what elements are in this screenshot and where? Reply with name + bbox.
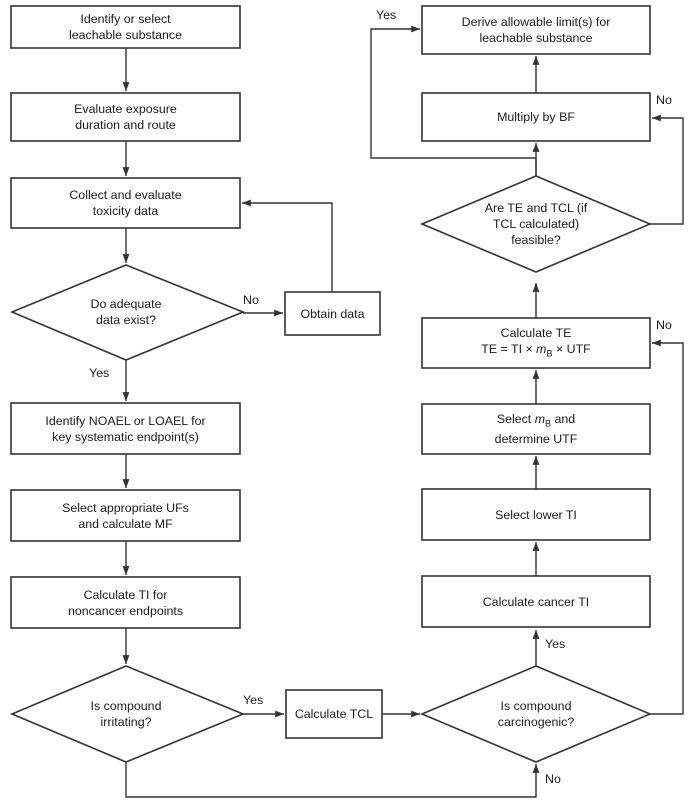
edge-label-adequate-data-no: No: [243, 293, 259, 307]
node-calculate-cancer-ti: [421, 575, 651, 628]
node-collect-toxicity: [10, 177, 241, 229]
node-calculate-te: [421, 317, 651, 369]
node-multiply-bf: [421, 92, 651, 142]
edge-label-feasible-no: No: [656, 93, 672, 107]
node-select-lower-ti: [421, 488, 651, 541]
node-te-tcl-feasible: [419, 175, 653, 273]
node-identify-substance: [10, 5, 241, 49]
node-is-carcinogenic: [419, 665, 653, 763]
edge-feasible-yes-to-derive: [370, 25, 537, 176]
node-adequate-data: [9, 264, 246, 361]
node-select-ufs: [10, 489, 241, 542]
node-obtain-data: [284, 291, 381, 336]
edge-irritating-no-to-carcinogenic: [125, 762, 540, 798]
edge-label-adequate-data-yes: Yes: [89, 366, 110, 380]
edge-label-te-calc-no: No: [656, 318, 672, 332]
node-evaluate-exposure: [10, 92, 241, 142]
node-select-mb-utf: [421, 403, 651, 455]
node-identify-noael: [10, 402, 241, 455]
edge-label-carcinogenic-no: No: [545, 772, 561, 786]
node-is-irritating: [9, 665, 246, 763]
node-calculate-ti: [10, 576, 241, 629]
edge-label-carcinogenic-yes: Yes: [545, 637, 566, 651]
edge-label-irritating-yes: Yes: [243, 693, 264, 707]
edge-obtain-to-collect: [242, 199, 333, 292]
edge-feasible-no-to-multiplybf: [650, 114, 684, 225]
edge-carcinogenic-no-to-calcte: [650, 339, 684, 715]
node-calculate-tcl: [285, 689, 383, 739]
edge-label-feasible-yes: Yes: [376, 8, 397, 22]
node-derive-limits: [421, 5, 651, 55]
